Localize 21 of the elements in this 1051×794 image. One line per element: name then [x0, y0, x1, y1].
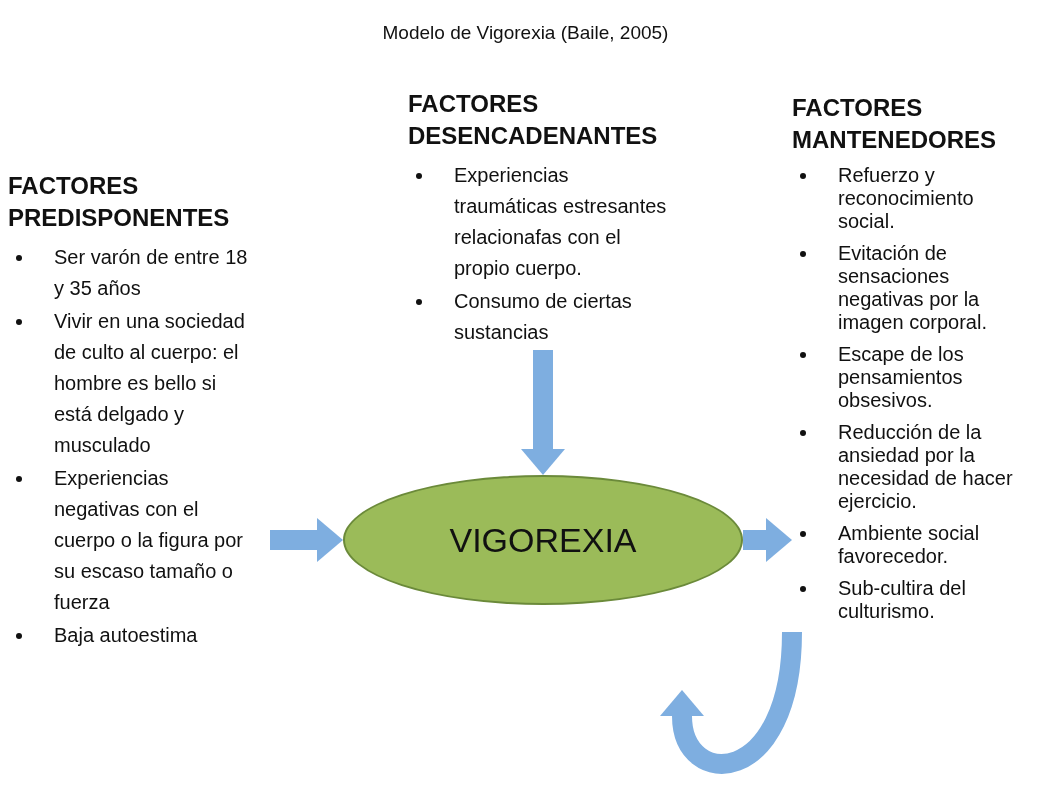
- block-arrow: [743, 518, 792, 562]
- node-label: VIGOREXIA: [449, 520, 637, 560]
- list-item-text: Refuerzo y reconocimiento social.: [838, 164, 975, 233]
- list-item-text: Evitación de sensaciones negativas por la imagen corporal.: [838, 242, 988, 334]
- list-item-text: Ser varón de entre 18 y 35 años: [54, 245, 249, 301]
- list-item-text: Baja autoestima: [54, 623, 198, 648]
- list-item-text: Ambiente social favorecedor.: [838, 522, 981, 568]
- column-heading: FACTORES DESENCADENANTES: [408, 89, 659, 151]
- column-heading: FACTORES MANTENEDORES: [792, 93, 997, 155]
- list-item-text: Experiencias traumáticas estresantes relacionafas con el propio cuerpo.: [454, 163, 668, 281]
- block-arrow: [521, 350, 565, 475]
- list-item-text: Reducción de la ansiedad por la necesidad de hacer ejercicio.: [838, 421, 1014, 513]
- block-arrow: [270, 518, 343, 562]
- list-item-text: Sub-cultira del culturismo.: [838, 577, 967, 623]
- diagram-title: Modelo de Vigorexia (Baile, 2005): [381, 22, 670, 44]
- block-arrow: [660, 631, 802, 774]
- list-item-text: Vivir en una sociedad de culto al cuerpo: el hombre es bello si está delgado y musculado: [54, 309, 246, 458]
- list-item-text: Consumo de ciertas sustancias: [454, 289, 633, 345]
- list-item-text: Experiencias negativas con el cuerpo o la figura por su escaso tamaño o fuerza: [54, 466, 244, 615]
- column-heading: FACTORES PREDISPONENTES: [8, 171, 231, 233]
- list-item-text: Escape de los pensamientos obsesivos.: [838, 343, 965, 412]
